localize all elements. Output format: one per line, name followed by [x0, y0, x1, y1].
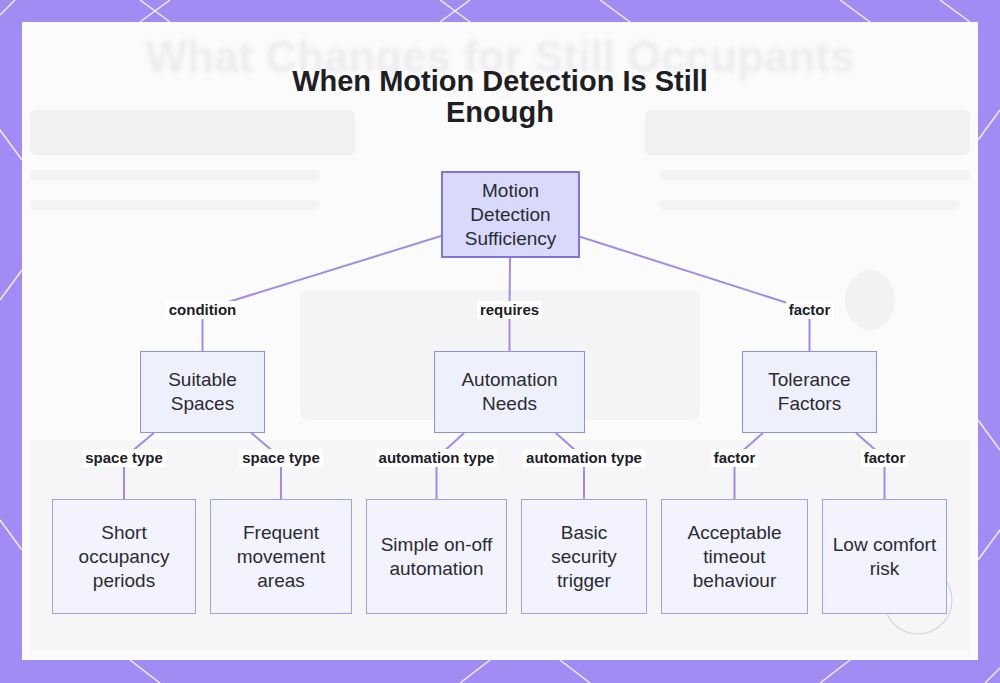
edge-label: factor	[861, 449, 909, 467]
node-label: Simple on-off automation	[375, 533, 498, 581]
leaf-box: Basic security trigger	[521, 499, 647, 614]
edge-label: factor	[786, 301, 834, 319]
node-label: Acceptable timeout behaviour	[670, 521, 799, 593]
edge-label: automation type	[376, 449, 498, 467]
leaf-box: Short occupancy periods	[52, 499, 196, 614]
root-concept-box: Motion Detection Sufficiency	[441, 171, 580, 258]
node-label: Automation Needs	[443, 368, 576, 416]
node-label: Motion Detection Sufficiency	[451, 179, 570, 251]
category-box: Suitable Spaces	[140, 351, 265, 433]
node-label: Short occupancy periods	[61, 521, 187, 593]
connector-line	[203, 236, 442, 351]
category-box: Automation Needs	[434, 351, 585, 433]
edge-label: space type	[239, 449, 323, 467]
edge-label: condition	[166, 301, 240, 319]
node-label: Suitable Spaces	[149, 368, 256, 416]
node-label: Low comfort risk	[831, 533, 938, 581]
edge-label: factor	[711, 449, 759, 467]
node-label: Basic security trigger	[530, 521, 638, 593]
leaf-box: Frequent movement areas	[210, 499, 352, 614]
edge-label: space type	[82, 449, 166, 467]
content-panel	[22, 22, 978, 660]
leaf-box: Simple on-off automation	[366, 499, 507, 614]
node-label: Tolerance Factors	[751, 368, 868, 416]
category-box: Tolerance Factors	[742, 351, 877, 433]
edge-label: requires	[477, 301, 542, 319]
leaf-box: Acceptable timeout behaviour	[661, 499, 808, 614]
edge-label: automation type	[523, 449, 645, 467]
leaf-box: Low comfort risk	[822, 499, 947, 614]
blurred-photo	[30, 110, 970, 650]
connector-line	[580, 237, 810, 351]
diagram-title: When Motion Detection Is Still Enough	[250, 66, 750, 128]
node-label: Frequent movement areas	[219, 521, 343, 593]
